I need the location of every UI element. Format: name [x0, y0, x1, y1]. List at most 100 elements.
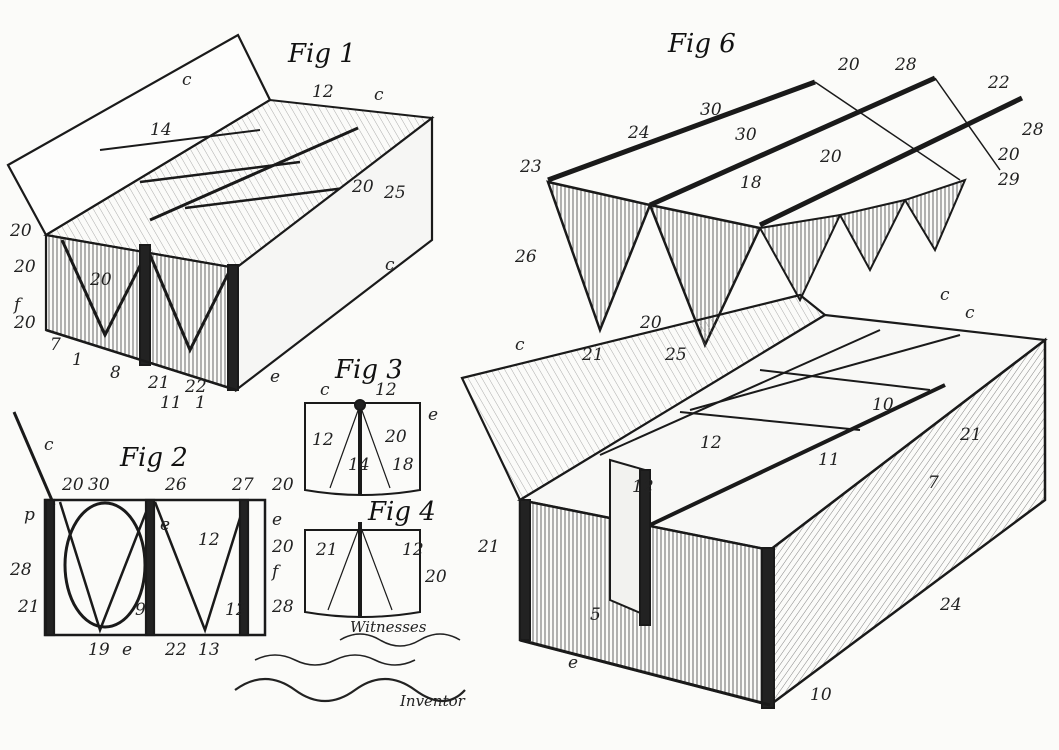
fig6-label: 18 [740, 173, 762, 193]
fig3-label: 14 [348, 455, 370, 475]
fig1-label: 20 [351, 177, 374, 197]
fig2-label: e [122, 640, 132, 660]
fig6-label: 30 [735, 125, 757, 145]
fig1-label: 1 [195, 393, 206, 413]
signature-block: Witnesses Inventor [234, 618, 466, 710]
fig6-label: 20 [997, 145, 1020, 165]
fig4-title: Fig 4 [367, 497, 436, 527]
fig6-label: 10 [810, 685, 832, 705]
fig6-label: 20 [639, 313, 662, 333]
fig1-center-divider [149, 126, 359, 222]
fig2-label: 12 [225, 600, 247, 620]
fig2-label: p [24, 505, 35, 525]
fig1-v-pocket-2 [146, 249, 232, 354]
fig1-label: 14 [150, 120, 172, 140]
fig3-labels: c 12 12 20 e 14 18 [312, 380, 438, 475]
fig6-label: 20 [819, 147, 842, 167]
fig1-label: 7 [50, 335, 61, 355]
figure-4 [304, 522, 421, 618]
inventor-signature: Inventor [399, 692, 466, 710]
fig1-label: 12 [312, 82, 334, 102]
fig2-egg [63, 501, 147, 629]
fig6-label: 28 [1021, 120, 1044, 140]
fig1-label: 20 [13, 313, 36, 333]
fig1-v-pocket-1 [60, 239, 150, 339]
fig2-label: c [44, 435, 54, 455]
fig3-label: 20 [384, 427, 407, 447]
fig6-center-divider [649, 383, 946, 527]
fig6-label: 20 [837, 55, 860, 75]
fig3-label: c [320, 380, 330, 400]
fig2-label: 28 [271, 597, 294, 617]
fig6-label: 22 [987, 73, 1010, 93]
fig4-label: 20 [424, 567, 447, 587]
fig6-label: 21 [959, 425, 982, 445]
fig1-label: 25 [383, 183, 406, 203]
fig2-label: 26 [164, 475, 187, 495]
fig6-label: 25 [664, 345, 687, 365]
fig6-title: Fig 6 [667, 29, 736, 59]
fig6-label: 12 [700, 433, 722, 453]
fig4-label: 12 [402, 540, 424, 560]
fig3-label: 18 [392, 455, 414, 475]
fig6-labels: 20 28 22 30 24 23 28 20 29 30 26 20 18 2… [477, 55, 1044, 705]
fig6-label: c [940, 285, 950, 305]
fig2-label: 28 [9, 560, 32, 580]
fig6-panel-1 [546, 180, 652, 334]
fig3-panel [304, 402, 421, 496]
fig6-panel-2 [647, 203, 762, 349]
fig6-label: 29 [997, 170, 1020, 190]
fig1-label: 22 [184, 377, 207, 397]
figure-2 [12, 411, 267, 637]
figure-6-box [460, 293, 1048, 709]
fig6-label: e [568, 653, 578, 673]
fig1-label: c [182, 70, 192, 90]
figure-6-insert [546, 75, 1024, 349]
fig2-label: 27 [231, 475, 254, 495]
fig6-label: c [965, 303, 975, 323]
fig6-label: c [515, 335, 525, 355]
fig2-label: 20 [271, 537, 294, 557]
fig2-label: 20 [271, 475, 294, 495]
fig2-label: 30 [88, 475, 110, 495]
fig6-label: 21 [477, 537, 500, 557]
fig6-label: 28 [894, 55, 917, 75]
fig6-label: 26 [514, 247, 537, 267]
fig6-rail-1 [547, 79, 816, 183]
fig1-label: 1 [72, 350, 83, 370]
fig1-label: 20 [9, 221, 32, 241]
fig6-label: 10 [872, 395, 894, 415]
fig4-panel [304, 529, 421, 618]
fig2-label: 22 [164, 640, 187, 660]
fig1-labels: c 12 c 14 20 25 20 c 20 20 f 20 7 1 8 21… [9, 70, 406, 413]
fig1-label: e [270, 367, 280, 387]
fig2-label: f [270, 562, 281, 582]
figure-3 [304, 399, 421, 496]
fig2-label: 12 [198, 530, 220, 550]
fig3-label: e [428, 405, 438, 425]
fig1-label: 20 [89, 270, 112, 290]
fig6-label: 24 [627, 123, 650, 143]
fig1-label: 11 [160, 393, 182, 413]
fig2-label: e [160, 515, 170, 535]
fig1-label: f [12, 295, 23, 315]
fig6-rail-3 [758, 95, 1024, 228]
fig2-label: 19 [88, 640, 110, 660]
figure-1 [6, 33, 435, 393]
fig1-label: 20 [13, 257, 36, 277]
fig4-labels: 21 12 20 [315, 540, 447, 587]
fig2-label: 13 [198, 640, 220, 660]
fig1-title: Fig 1 [287, 39, 356, 69]
fig6-label: 11 [818, 450, 840, 470]
fig2-label: 9 [135, 600, 146, 620]
fig3-title: Fig 3 [334, 355, 403, 385]
fig6-label: 30 [700, 100, 722, 120]
fig2-title: Fig 2 [119, 443, 188, 473]
fig2-label: e [272, 510, 282, 530]
fig2-label: 20 [61, 475, 84, 495]
fig1-label: c [374, 85, 384, 105]
fig6-label: 24 [939, 595, 962, 615]
fig6-label: 12 [632, 477, 654, 497]
